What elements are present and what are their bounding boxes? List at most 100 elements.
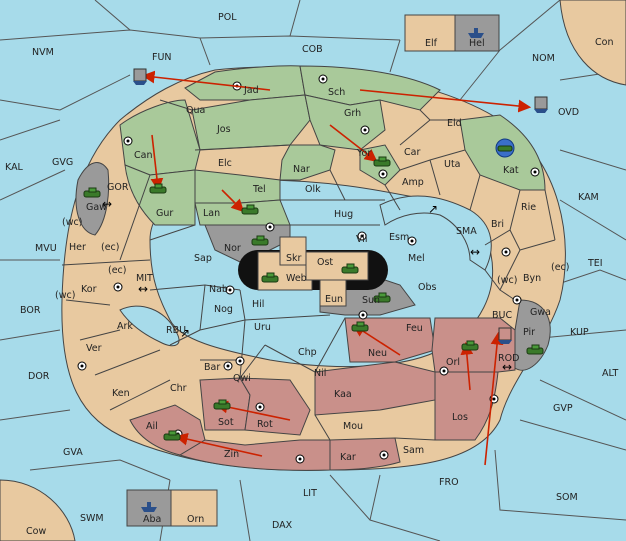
passage-arrow-GOR: ↔: [102, 197, 112, 211]
province-Rot[interactable]: [239, 377, 311, 436]
province-Kar[interactable]: [329, 437, 401, 471]
land-label-Tel: Tel: [252, 184, 266, 195]
land-label-Gaw: Gaw: [86, 202, 107, 213]
land-label-Web: Web: [286, 273, 307, 284]
sea-labels: POL NVM FUN COB NOM OVD Con KAL GVG GOR …: [5, 12, 618, 537]
sea-label-KAM: KAM: [578, 192, 599, 203]
province-Ost[interactable]: [305, 251, 369, 281]
supply-center: [318, 74, 328, 84]
province-Nar[interactable]: [279, 144, 336, 181]
army-icon[interactable]: [83, 187, 101, 198]
army-units: [83, 138, 544, 441]
province-Skr[interactable]: [279, 236, 307, 266]
land-label-Sot: Sot: [218, 417, 234, 428]
sea-label-Cow: Cow: [26, 526, 46, 537]
passage-arrow-ROD: ↔: [502, 360, 512, 374]
sea-label-GVP: GVP: [553, 403, 573, 414]
land-label-Pir: Pir: [523, 327, 535, 338]
province-borders: [61, 99, 556, 441]
land-label-Kor: Kor: [81, 284, 97, 295]
sea-RBU-bay: [119, 305, 180, 347]
land-label-Mel: Mel: [408, 253, 425, 264]
coast-tag-Her-ec: (ec): [101, 242, 119, 253]
province-Grh[interactable]: [304, 94, 386, 151]
supply-center: [77, 361, 87, 371]
province-Sch[interactable]: [299, 65, 441, 111]
land-label-Nil: Nil: [314, 368, 326, 379]
order-arrow: [150, 134, 164, 192]
land-label-Sch: Sch: [328, 87, 345, 98]
supply-center: [235, 356, 245, 366]
land-label-Qwi: Qwi: [233, 373, 251, 384]
land-label-Byn: Byn: [523, 273, 541, 284]
sea-label-ALT: ALT: [602, 368, 618, 379]
supply-center: [123, 136, 133, 146]
land-label-Ver: Ver: [86, 343, 102, 354]
land-label-Hil: Hil: [252, 299, 264, 310]
army-icon[interactable]: [261, 272, 279, 283]
land-label-Her: Her: [69, 242, 86, 253]
fleet-icon[interactable]: [468, 28, 484, 38]
army-icon[interactable]: [351, 321, 369, 332]
army-icon-blue[interactable]: [495, 138, 515, 158]
sea-label-MIT: MIT: [136, 273, 153, 284]
supply-center: [530, 167, 540, 177]
supply-center: [358, 310, 368, 320]
army-icon[interactable]: [373, 292, 391, 303]
land-label-Qua: Qua: [186, 105, 205, 116]
fleet-icon[interactable]: [534, 96, 548, 113]
fleet-units: [133, 28, 548, 512]
land-label-Eld: Eld: [447, 118, 462, 129]
land-label-Bri: Bri: [491, 219, 504, 230]
fleet-icon[interactable]: [141, 502, 157, 512]
coast-tag-Byn-ec: (ec): [551, 262, 569, 273]
order-arrow: [329, 124, 378, 162]
army-icon[interactable]: [149, 183, 167, 194]
army-icon[interactable]: [526, 344, 544, 355]
sea-label-GVA: GVA: [63, 447, 83, 458]
land-label-Can: Can: [134, 150, 152, 161]
land-label-Uta: Uta: [444, 159, 461, 170]
land-label-Sam: Sam: [403, 445, 424, 456]
fleet-icon[interactable]: [133, 68, 147, 85]
province-Elf[interactable]: [404, 14, 456, 52]
land-label-Aba: Aba: [143, 514, 161, 525]
land-label-Kaa: Kaa: [334, 389, 352, 400]
sea-label-FRO: FRO: [439, 477, 459, 488]
land-label-Amp: Amp: [402, 177, 424, 188]
sea-SMA-bay: [379, 195, 492, 271]
sea-label-NOM: NOM: [532, 53, 555, 64]
army-icon[interactable]: [341, 263, 359, 274]
army-icon[interactable]: [251, 235, 269, 246]
sea-label-Con: Con: [595, 37, 613, 48]
land-label-Olk: Olk: [305, 184, 321, 195]
province-Orn[interactable]: [170, 489, 218, 527]
fleet-icon[interactable]: [498, 327, 512, 344]
land-label-Jad: Jad: [243, 85, 259, 96]
sea-label-NVM: NVM: [32, 47, 54, 58]
order-arrow: [221, 189, 245, 213]
sea-label-ROD: ROD: [498, 353, 519, 364]
army-icon[interactable]: [163, 430, 181, 441]
sea-label-COB: COB: [302, 44, 323, 55]
land-label-Rie: Rie: [521, 202, 536, 213]
supply-center: [113, 282, 123, 292]
sea-label-OVD: OVD: [558, 107, 579, 118]
province-Gaw[interactable]: [75, 162, 110, 236]
supply-center: [295, 454, 305, 464]
army-icon[interactable]: [241, 204, 259, 215]
land-label-Grh: Grh: [344, 108, 361, 119]
army-icon[interactable]: [213, 399, 231, 410]
province-Jad[interactable]: [184, 65, 306, 101]
land-label-Sun: Sun: [362, 295, 380, 306]
army-icon[interactable]: [461, 340, 479, 351]
supply-center: [265, 222, 275, 232]
supply-centers: [77, 74, 540, 464]
coast-tags: (wc) (ec) (ec) (wc) (wc) (ec): [55, 217, 569, 301]
sea-label-RBU: RBU: [166, 325, 186, 336]
land-label-Skr: Skr: [286, 253, 302, 264]
province-Eun[interactable]: [319, 279, 347, 307]
army-icon[interactable]: [373, 156, 391, 167]
